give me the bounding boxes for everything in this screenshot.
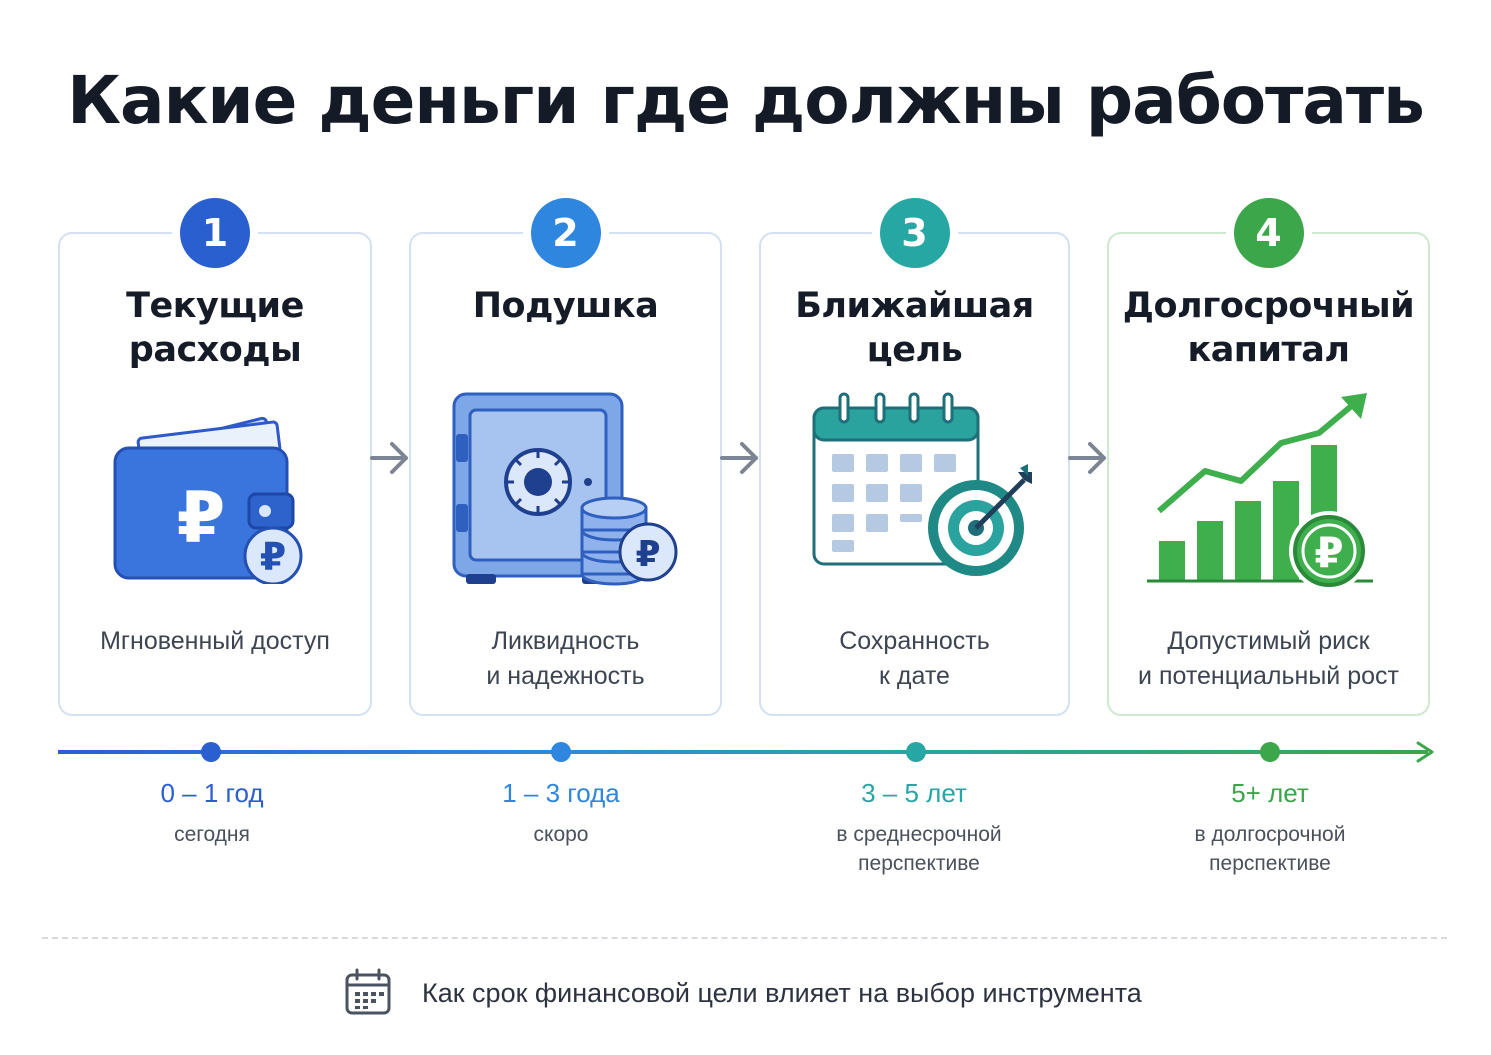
step-badge-2: 2 [530, 198, 601, 268]
period-note-line: скоро [533, 823, 589, 846]
timeline-dot [201, 742, 221, 762]
card-description: Сохранность к дате [761, 624, 1068, 694]
period-note-line: перспективе [858, 852, 980, 875]
card-current-expenses: 1 Текущие расходы ₽ ₽ Мгновенный доступ [58, 198, 372, 716]
card-long-term-capital: 4 Долгосрочный капитал ₽ Допустимый риск… [1107, 198, 1430, 716]
card-description-line: Мгновенный доступ [100, 627, 330, 655]
card-description-line: и потенциальный рост [1138, 662, 1399, 690]
card-title: Подушка [411, 284, 720, 328]
period-note-line: в долгосрочной [1194, 823, 1346, 846]
period-note: сегодня [62, 820, 362, 849]
safe-coins-icon: ₽ [442, 384, 682, 599]
card-title-line: расходы [128, 330, 302, 370]
card-title-line: капитал [1187, 330, 1350, 370]
period-note: в долгосрочной перспективе [1120, 820, 1420, 878]
wallet-ruble-icon: ₽ ₽ [109, 384, 309, 589]
card-near-goal: 3 Ближайшая цель [759, 198, 1070, 716]
period-note-line: сегодня [174, 823, 250, 846]
step-badge-1: 1 [180, 198, 250, 268]
card-description-line: Сохранность [839, 627, 990, 655]
svg-text:₽: ₽ [260, 535, 286, 579]
card-description-line: Допустимый риск [1167, 627, 1370, 655]
step-badge-3: 3 [879, 198, 950, 268]
period-note-line: перспективе [1209, 852, 1331, 875]
period-note-line: в среднесрочной [836, 823, 1002, 846]
timeline-dot [906, 742, 926, 762]
svg-text:₽: ₽ [1314, 528, 1343, 577]
card-title-line: Ближайшая [795, 286, 1034, 326]
svg-text:₽: ₽ [635, 534, 660, 575]
card-title: Долгосрочный капитал [1109, 284, 1428, 372]
step-badge-4: 4 [1233, 198, 1304, 268]
period-label: 3 – 5 лет [861, 778, 967, 808]
arrow-right-icon [1066, 440, 1110, 481]
card-title-line: Подушка [472, 286, 659, 326]
card-description-line: к дате [879, 662, 950, 690]
dashed-divider [42, 937, 1447, 939]
footer-caption: Как срок финансовой цели влияет на выбор… [422, 978, 1142, 1008]
calendar-target-icon [806, 380, 1036, 595]
period-label: 0 – 1 год [160, 778, 264, 808]
arrow-right-icon [368, 440, 412, 481]
card-cushion: 2 Подушка [409, 198, 722, 716]
svg-text:₽: ₽ [177, 477, 226, 559]
card-title: Ближайшая цель [761, 284, 1068, 372]
arrow-right-icon [718, 440, 762, 481]
period-label: 1 – 3 года [502, 778, 620, 808]
card-description-line: Ликвидность [491, 627, 640, 655]
card-title-line: Долгосрочный [1122, 286, 1415, 326]
timeline [0, 735, 1491, 776]
card-title: Текущие расходы [60, 284, 370, 372]
card-title-line: Текущие [126, 286, 304, 326]
page-title: Какие деньги где должны работать [67, 62, 1425, 139]
card-description: Мгновенный доступ [60, 624, 370, 659]
card-description: Ликвидность и надежность [411, 624, 720, 694]
growth-chart-icon: ₽ [1141, 389, 1381, 594]
period-note: в среднесрочной перспективе [769, 820, 1069, 878]
timeline-dot [551, 742, 571, 762]
timeline-dot [1260, 742, 1280, 762]
period-label: 5+ лет [1231, 778, 1309, 808]
card-description-line: и надежность [486, 662, 645, 690]
card-description: Допустимый риск и потенциальный рост [1109, 624, 1428, 694]
card-title-line: цель [866, 330, 963, 370]
period-note: скоро [411, 820, 711, 849]
calendar-icon [344, 967, 392, 1022]
